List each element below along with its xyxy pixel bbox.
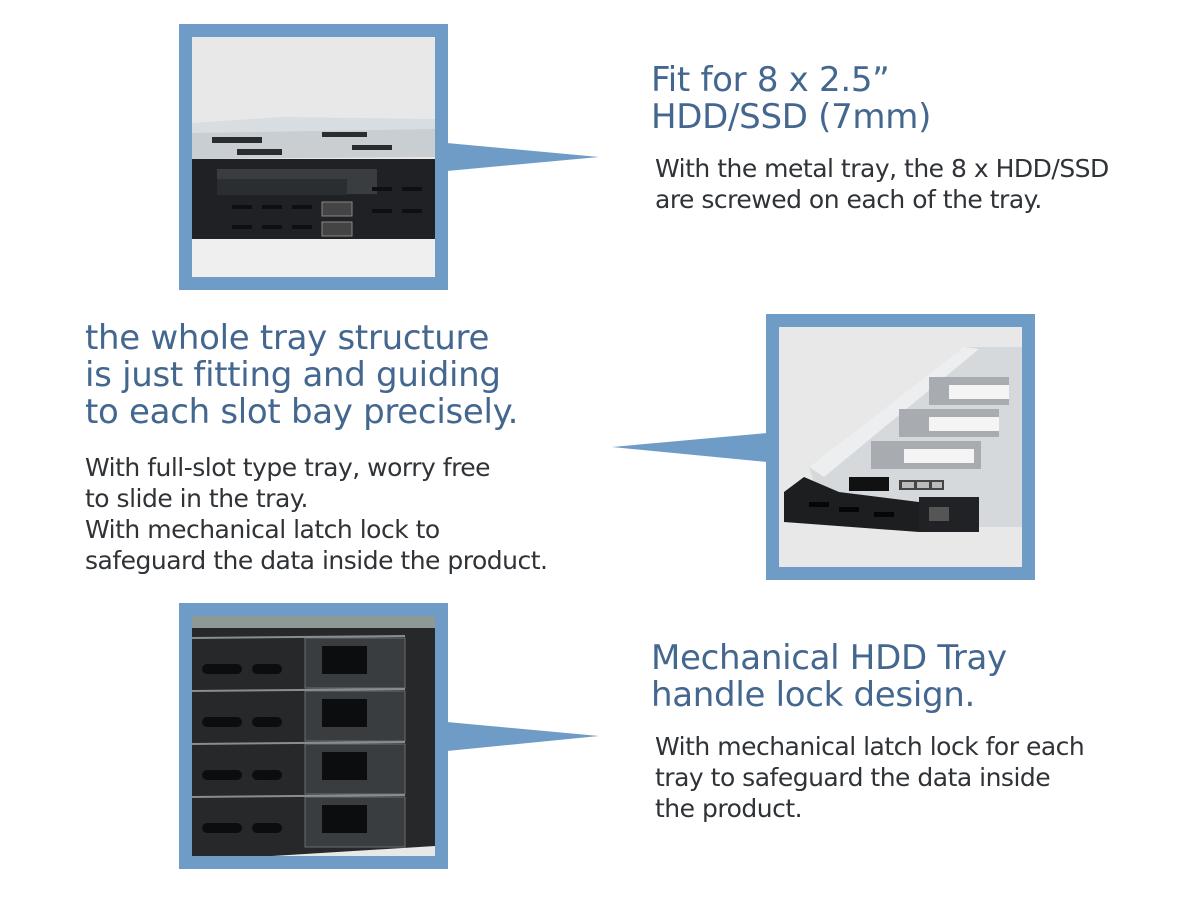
feature-1-title-line: Fit for 8 x 2.5” bbox=[651, 60, 890, 100]
feature-1-title: Fit for 8 x 2.5” HDD/SSD (7mm) bbox=[651, 62, 931, 136]
feature-2-title-line: the whole tray structure bbox=[85, 318, 490, 358]
feature-3-title-line: handle lock design. bbox=[651, 675, 976, 715]
feature-3-body-line: With mechanical latch lock for each bbox=[655, 732, 1085, 761]
tray-handle-latches-photo bbox=[192, 616, 435, 856]
feature-1-pointer bbox=[447, 143, 599, 171]
feature-1-description: With the metal tray, the 8 x HDD/SSD are… bbox=[655, 153, 1109, 215]
feature-2-body-line: With mechanical latch lock to bbox=[85, 515, 440, 544]
feature-3-body-line: tray to safeguard the data inside bbox=[655, 763, 1051, 792]
feature-3-description: With mechanical latch lock for each tray… bbox=[655, 731, 1085, 824]
feature-2-pointer bbox=[612, 433, 767, 462]
feature-2-body-line: to slide in the tray. bbox=[85, 484, 308, 513]
feature-2-title: the whole tray structure is just fitting… bbox=[85, 320, 518, 431]
feature-3-image-frame bbox=[179, 603, 448, 869]
feature-2-body-line: With full-slot type tray, worry free bbox=[85, 453, 491, 482]
feature-1-body-line: are screwed on each of the tray. bbox=[655, 185, 1042, 214]
feature-3-body-line: the product. bbox=[655, 794, 803, 823]
feature-3-title: Mechanical HDD Tray handle lock design. bbox=[651, 640, 1007, 714]
stacked-hdd-trays-photo bbox=[192, 37, 435, 277]
feature-2-description: With full-slot type tray, worry free to … bbox=[85, 452, 548, 576]
feature-3-title-line: Mechanical HDD Tray bbox=[651, 638, 1007, 678]
feature-2-title-line: is just fitting and guiding bbox=[85, 355, 501, 395]
feature-1-title-line: HDD/SSD (7mm) bbox=[651, 97, 932, 137]
single-metal-tray-photo bbox=[779, 327, 1022, 567]
feature-2-image-frame bbox=[766, 314, 1035, 580]
feature-3-pointer bbox=[447, 722, 599, 751]
feature-2-body-line: safeguard the data inside the product. bbox=[85, 546, 548, 575]
feature-1-body-line: With the metal tray, the 8 x HDD/SSD bbox=[655, 154, 1109, 183]
feature-1-image-frame bbox=[179, 24, 448, 290]
feature-2-title-line: to each slot bay precisely. bbox=[85, 392, 519, 432]
